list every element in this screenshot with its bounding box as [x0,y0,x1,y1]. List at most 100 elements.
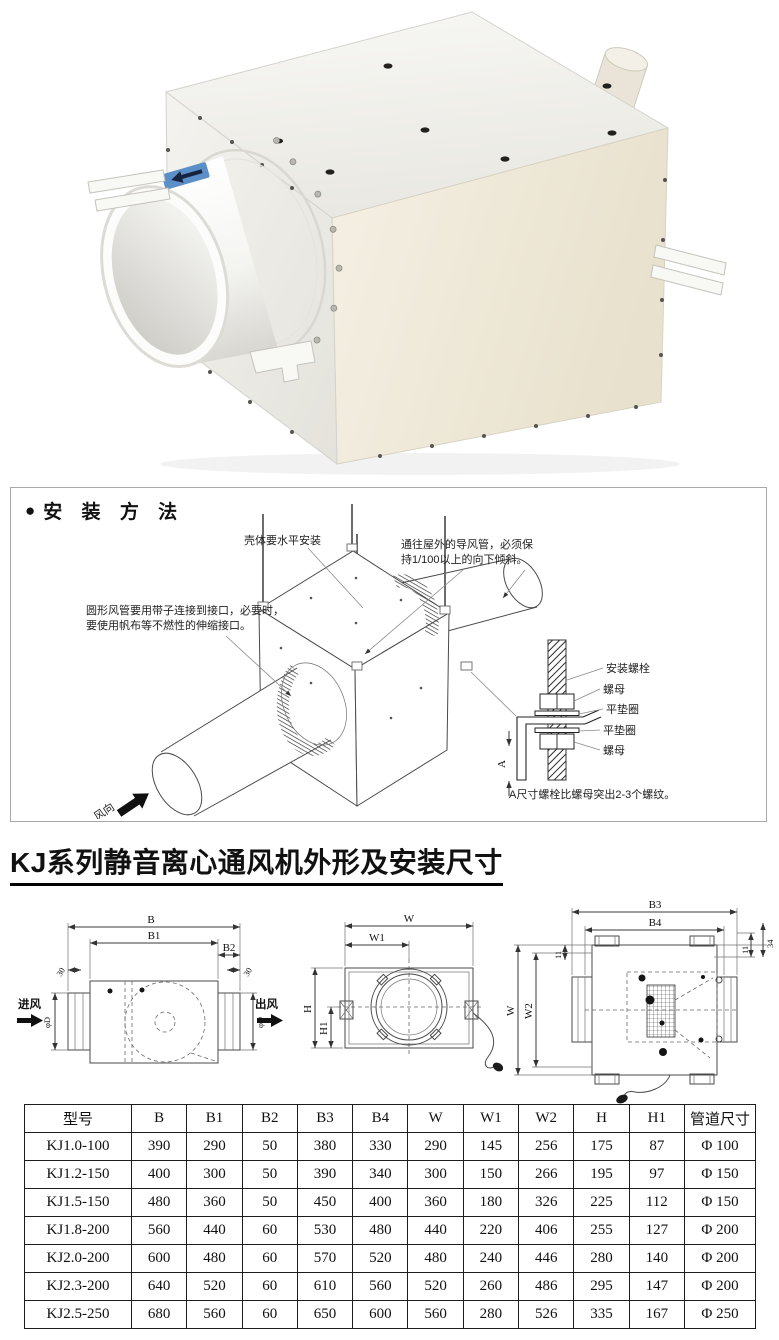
clamp-tabs [376,973,442,1041]
dimension-cell: 60 [241,1216,298,1245]
dimension-cell: 340 [352,1160,409,1189]
column-header: B3 [296,1104,354,1133]
dimension-cell: 486 [518,1272,575,1301]
dimension-cell: 240 [462,1244,520,1273]
wind-arrow-icon [116,793,149,817]
dimension-cell: 335 [573,1300,630,1329]
column-header: W1 [462,1104,520,1133]
dimension-cell: 526 [518,1300,575,1329]
flange-ring [281,662,347,746]
dimension-cell: 400 [130,1160,188,1189]
dim-b: B [147,914,154,926]
dimension-cell: 300 [186,1160,243,1189]
model-cell: KJ2.3-200 [24,1272,132,1301]
outlet-label: 出风 [255,997,278,1011]
dim-11-right: 11 [740,946,750,954]
model-cell: KJ1.5-150 [24,1188,132,1217]
dimension-cell: 290 [186,1132,243,1161]
dimension-cell: 147 [628,1272,686,1301]
duct-callout-line1: 圆形风管要用带子连接到接口，必要时， [86,603,284,617]
dimension-cell: 150 [462,1160,520,1189]
dim-a-label: A [496,760,508,768]
dimension-cell: 295 [573,1272,630,1301]
impeller-outline [124,981,206,1063]
dim-b1: B1 [148,930,161,942]
model-cell: KJ1.0-100 [24,1132,132,1161]
dimension-cell: 640 [130,1272,188,1301]
dimension-cell: 380 [296,1132,354,1161]
bolt-note: A尺寸螺栓比螺母突出2-3个螺纹。 [509,787,675,801]
washer-bottom-label: 平垫圈 [603,723,636,737]
power-cord-top [623,1074,671,1102]
dimension-cell: 390 [130,1132,188,1161]
dimension-cell: 127 [628,1216,686,1245]
dim-30-right: 30 [241,966,254,978]
dim-11-left: 11 [553,951,563,959]
wind-direction-label: 风向 [91,800,117,819]
dimension-cell: Φ 150 [684,1160,756,1189]
dimension-cell: 256 [518,1132,575,1161]
dimension-cell: 360 [186,1188,243,1217]
dimension-cell: 266 [518,1160,575,1189]
dimension-cell: 195 [573,1160,630,1189]
dimension-cell: 97 [628,1160,686,1189]
dimension-cell: 650 [296,1300,354,1329]
dim-b3: B3 [649,899,662,911]
dimension-cell: 520 [186,1272,243,1301]
dimension-cell: 112 [628,1188,686,1217]
installation-header: ● 安 装 方 法 [25,497,184,524]
dimension-cell: 480 [186,1244,243,1273]
slope-callout-line1: 通往屋外的导风管，必须保 [401,537,533,551]
dimension-cell: 680 [130,1300,188,1329]
inlet-duct-flange [100,137,343,369]
dimension-cell: 560 [130,1216,188,1245]
dimension-drawing-side: B B1 B2 30 30 φD φD 进风 出风 [17,914,283,1064]
dimension-cell: 600 [130,1244,188,1273]
rear-flex-connector [392,574,439,637]
power-plug-top [616,1094,628,1104]
corner-brackets [594,935,715,1085]
dimension-cell: 167 [628,1300,686,1329]
level-callout: 壳体要水平安装 [244,533,321,547]
dimension-cell: Φ 150 [684,1188,756,1217]
dimension-cell: 50 [241,1132,298,1161]
dim-h1: H1 [318,1022,330,1035]
installation-diagram: 风向 壳体要水平安装 通往屋外的导风管，必须保 持1/100以上的向下倾斜。 圆… [86,504,675,819]
dimension-cell: 326 [518,1188,575,1217]
bolt-label: 安装螺栓 [606,661,650,675]
column-header: W2 [518,1104,575,1133]
motor-grille [646,984,676,1038]
floor-shadow [160,453,680,475]
rod-brackets [257,543,473,671]
dimension-cell: 530 [296,1216,354,1245]
column-header: 管道尺寸 [684,1104,756,1133]
dimension-cell: 290 [407,1132,464,1161]
dimension-cell: 280 [573,1244,630,1273]
dimension-cell: 480 [352,1216,409,1245]
bullet-icon: ● [25,500,38,520]
column-header: B2 [241,1104,298,1133]
power-cord [472,1012,496,1069]
dimension-cell: Φ 100 [684,1132,756,1161]
column-header: H1 [628,1104,686,1133]
inlet-arrow-icon [17,1014,43,1027]
dimension-cell: 50 [241,1188,298,1217]
dimension-cell: 220 [462,1216,520,1245]
dimension-cell: 570 [296,1244,354,1273]
dimension-cell: 300 [407,1160,464,1189]
dimension-cell: 450 [296,1188,354,1217]
duct-callout-line2: 要使用帆布等不燃性的伸缩接口。 [86,618,251,632]
product-photo [87,11,727,475]
power-plug [492,1062,504,1072]
dimension-cell: 406 [518,1216,575,1245]
threaded-rod [547,639,567,781]
dim-h: H [302,1005,314,1013]
dim-w1: W1 [369,932,385,944]
top-face-vents [275,63,617,175]
column-header: B4 [352,1104,409,1133]
